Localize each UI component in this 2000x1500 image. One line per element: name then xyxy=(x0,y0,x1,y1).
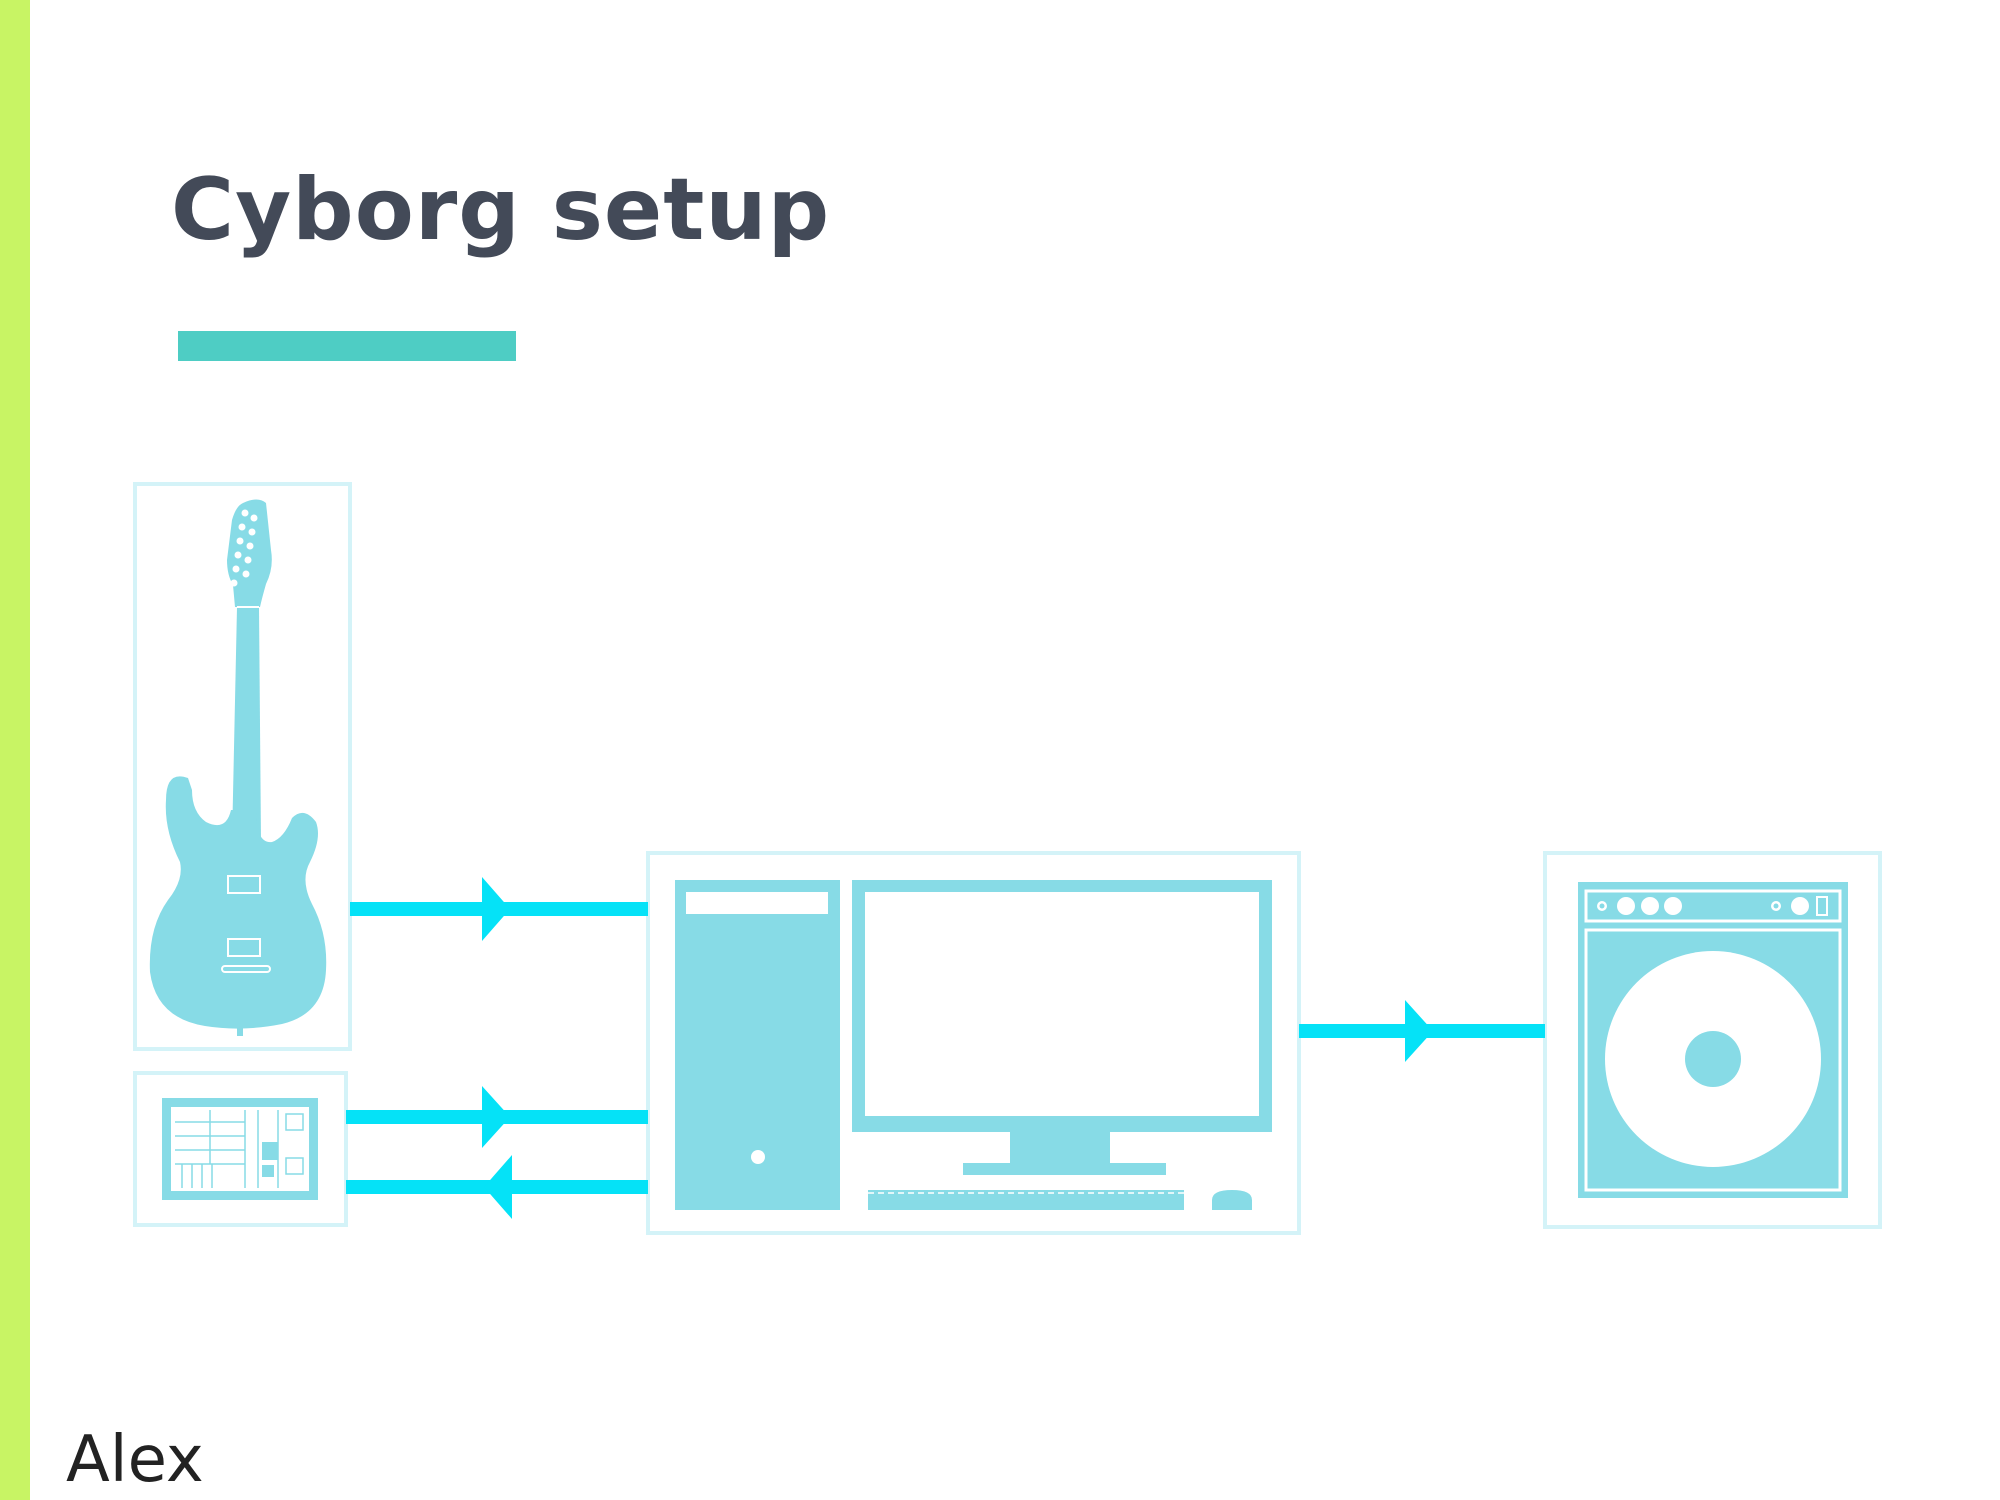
connection-computer-to-tablet xyxy=(346,1155,648,1219)
desktop-computer-icon xyxy=(675,880,1272,1210)
slide-title: Cyborg setup xyxy=(171,160,831,260)
connection-guitar-to-computer xyxy=(350,877,648,941)
computer-frame xyxy=(646,851,1301,1235)
guitar-device xyxy=(133,482,352,1051)
connection-computer-to-amplifier xyxy=(1299,1000,1545,1062)
tablet-device xyxy=(133,1071,348,1227)
tablet-controller-icon xyxy=(162,1098,318,1200)
author-name: Alex xyxy=(66,1423,204,1497)
tablet-frame xyxy=(133,1071,348,1227)
title-underline xyxy=(178,331,516,361)
computer-device xyxy=(646,851,1301,1235)
connection-tablet-to-computer xyxy=(346,1086,648,1148)
electric-guitar-icon xyxy=(149,499,327,1036)
guitar-frame xyxy=(133,482,352,1051)
amplifier-device xyxy=(1543,851,1882,1229)
accent-side-bar xyxy=(0,0,30,1500)
guitar-amplifier-icon xyxy=(1578,882,1848,1198)
amplifier-frame xyxy=(1543,851,1882,1229)
